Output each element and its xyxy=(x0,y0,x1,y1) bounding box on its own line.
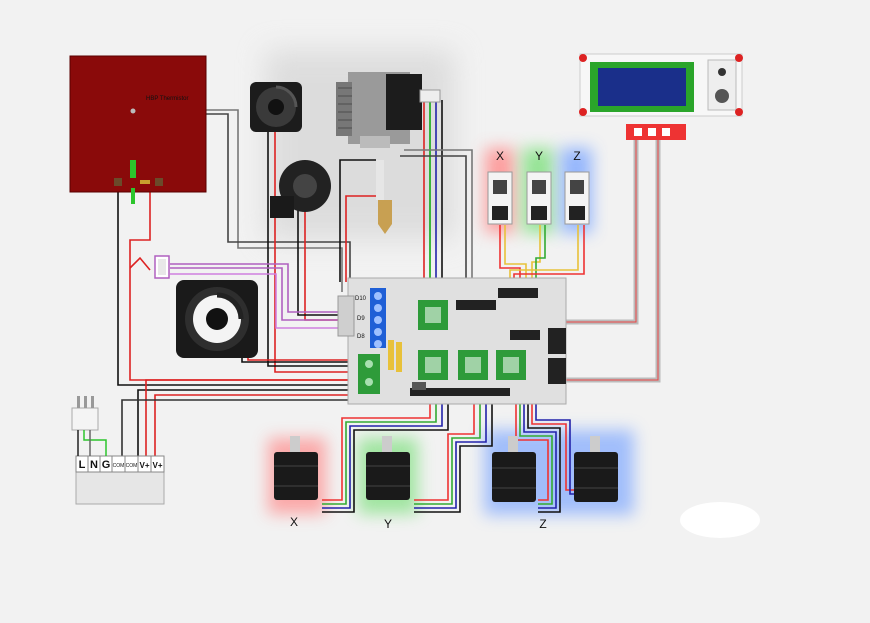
extruder-assembly xyxy=(336,72,441,234)
y-motor-label: Y xyxy=(384,517,392,531)
wires xyxy=(117,100,661,513)
z-driver-module xyxy=(564,171,590,225)
blower-fan xyxy=(270,160,331,218)
x-driver-label: X xyxy=(496,149,504,163)
z-motor-right xyxy=(574,436,618,502)
ramps-board: D10 D9 D8 xyxy=(337,277,567,405)
y-motor xyxy=(366,436,410,500)
white-blob xyxy=(680,502,760,538)
lcd-screen xyxy=(598,68,686,106)
x-motor-label: X xyxy=(290,515,298,529)
board-driver-e xyxy=(418,300,448,330)
pin-d8: D8 xyxy=(357,334,365,340)
hotend-nozzle xyxy=(378,200,392,234)
board-driver-x xyxy=(418,350,448,380)
z-motor-left xyxy=(492,436,536,502)
psu-terminal-g: G xyxy=(102,459,111,471)
y-driver-label: Y xyxy=(535,149,543,163)
psu-terminal-vplus-2: V+ xyxy=(152,461,162,470)
heatbed: HBP Thermistor xyxy=(69,55,207,204)
mains-plug xyxy=(71,396,107,456)
heatbed-led xyxy=(130,160,136,178)
pin-d10: D10 xyxy=(355,296,367,302)
extruder-motor xyxy=(386,74,422,130)
psu-terminal-l: L xyxy=(79,459,86,471)
y-driver-module xyxy=(526,171,552,225)
z-motor-label: Z xyxy=(539,517,546,531)
mosfet-relay xyxy=(154,255,170,279)
encoder-knob-icon xyxy=(715,89,729,103)
x-driver-module xyxy=(487,171,513,225)
x-motor xyxy=(274,436,318,500)
psu-terminal-com-1: COM xyxy=(113,463,125,469)
psu-terminal-vplus-1: V+ xyxy=(139,461,149,470)
power-supply: L N G COM COM V+ V+ xyxy=(75,455,165,505)
thermistor-label: HBP Thermistor xyxy=(146,96,188,102)
z-driver-label: Z xyxy=(573,149,580,163)
psu-terminal-n: N xyxy=(90,459,98,471)
board-driver-z xyxy=(496,350,526,380)
lcd-controller xyxy=(579,53,743,140)
green-terminal-block xyxy=(358,354,380,394)
pin-d9: D9 xyxy=(357,316,365,322)
small-fan xyxy=(250,82,302,132)
board-driver-y xyxy=(458,350,488,380)
psu-terminal-com-2: COM xyxy=(126,463,138,469)
large-fan xyxy=(176,280,258,358)
